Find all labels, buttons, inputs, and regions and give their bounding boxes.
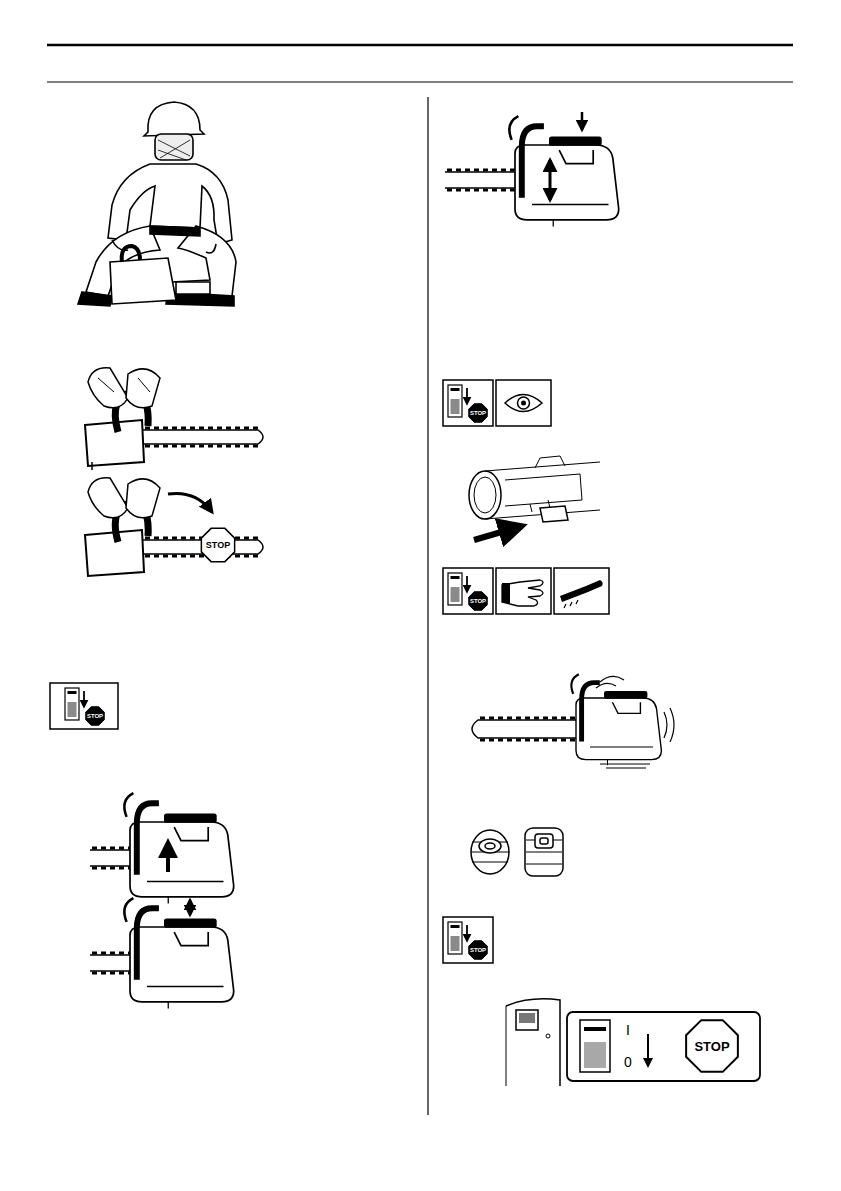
stop-engine-icon bbox=[443, 568, 493, 614]
column-divider bbox=[427, 97, 428, 1115]
stop-sign-text: STOP bbox=[206, 541, 230, 550]
stop-icon-text: STOP bbox=[470, 947, 486, 953]
chainsaw-vibration-figure bbox=[472, 674, 674, 768]
stop-switch-figure bbox=[506, 999, 760, 1086]
chainsaw-brake-release-figure bbox=[90, 793, 234, 904]
stop-engine-icon bbox=[50, 683, 118, 729]
two-hands-grip-figure bbox=[85, 368, 263, 470]
chainsaw-trigger-figure bbox=[445, 112, 619, 227]
stop-icon-text: STOP bbox=[470, 598, 486, 604]
stop-icon-text: STOP bbox=[470, 410, 486, 416]
switch-off-mark: 0 bbox=[624, 1055, 632, 1069]
operator-figure bbox=[78, 102, 236, 306]
chain-brake-stop-figure bbox=[85, 478, 263, 576]
inspect-eye-icon bbox=[496, 380, 551, 426]
chain-catcher-figure bbox=[469, 456, 600, 540]
glove-icon bbox=[496, 568, 551, 614]
switch-on-mark: I bbox=[626, 1023, 630, 1037]
header-rule bbox=[47, 81, 793, 82]
brush-icon bbox=[554, 568, 609, 614]
stop-icon-text: STOP bbox=[87, 713, 103, 719]
stop-engine-icon bbox=[443, 380, 493, 426]
vibration-damper-figure bbox=[471, 828, 563, 876]
stop-engine-icon bbox=[443, 917, 493, 963]
chainsaw-throttle-lock-figure bbox=[90, 898, 234, 1009]
stop-sign-text: STOP bbox=[694, 1040, 729, 1053]
header-rule bbox=[47, 44, 793, 47]
